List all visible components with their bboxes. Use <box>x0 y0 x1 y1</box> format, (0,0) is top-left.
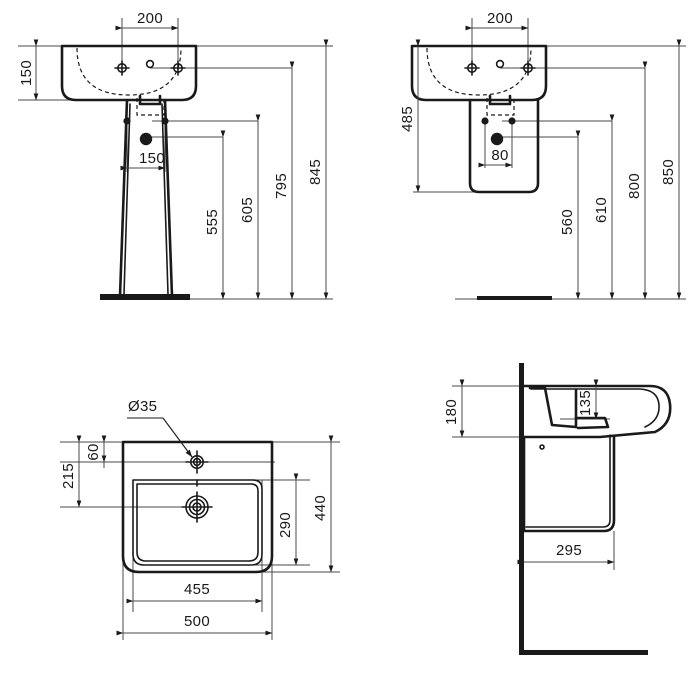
v2-supply-stud-right <box>508 117 516 125</box>
v3-waste-outlet <box>181 491 213 523</box>
v4-bowl-junction <box>528 386 578 429</box>
v3-dim-455: 455 <box>126 581 263 604</box>
v4-pedestal-profile <box>522 435 616 533</box>
v3-dim-500-label: 500 <box>184 613 210 630</box>
v1-dim-845-label: 845 <box>307 159 324 185</box>
v2-dim-610: 610 <box>593 114 615 300</box>
v2-tap-hole-right <box>520 60 536 76</box>
v2-dim-80: 80 <box>478 147 513 168</box>
v4-bowl-inner <box>530 388 660 428</box>
v3-diameter-leader: Ø35 <box>127 398 193 458</box>
v4-dim-180-label: 180 <box>443 399 460 425</box>
v3-dim-290: 290 <box>277 473 299 566</box>
v2-semi-pedestal-outline <box>468 98 540 194</box>
v1-dim-200-label: 200 <box>137 10 163 27</box>
v4-dim-180: 180 <box>443 379 465 438</box>
v1-dim-795-label: 795 <box>273 173 290 199</box>
v3-bowl-rim-inner <box>136 483 259 562</box>
v1-dim-555-label: 555 <box>204 209 221 235</box>
view-front-semi-pedestal: 200 485 80 560 610 800 850 <box>399 10 686 300</box>
v1-floor-plinth <box>100 294 190 300</box>
v1-pedestal-inner-right <box>161 103 169 295</box>
v2-dim-560: 560 <box>559 130 581 300</box>
v1-extension-lines <box>18 18 333 300</box>
v2-waste-outlet <box>490 132 504 146</box>
v2-centre-hole <box>495 59 505 69</box>
v3-dim-60-label: 60 <box>85 443 102 460</box>
v2-waste-collar <box>488 94 512 106</box>
v2-dim-560-label: 560 <box>559 209 576 235</box>
v3-dim-60: 60 <box>85 435 107 463</box>
v1-dim-605-label: 605 <box>239 197 256 223</box>
v4-pedestal-inner <box>525 434 611 528</box>
v3-dim-500: 500 <box>116 613 273 636</box>
v3-basin-outer-outline <box>121 440 274 574</box>
v3-tap-hole <box>185 450 209 474</box>
v1-supply-stud-right <box>161 117 169 125</box>
v2-supply-stud-left <box>481 117 489 125</box>
v3-dim-440-label: 440 <box>312 495 329 521</box>
v1-bowl-hidden-contour <box>76 47 182 96</box>
v4-dim-135-label: 135 <box>577 390 594 416</box>
v1-dim-555: 555 <box>204 130 226 300</box>
v4-fixing-hole <box>539 444 545 450</box>
v3-dim-455-label: 455 <box>184 581 210 598</box>
v3-dim-215: 215 <box>60 435 82 508</box>
v4-dim-135: 135 <box>577 379 599 420</box>
v3-dim-d35-label: Ø35 <box>128 398 157 415</box>
v4-basin-profile <box>522 384 672 439</box>
v3-dim-215-label: 215 <box>60 463 77 489</box>
v1-dim-basin-height: 150 <box>18 39 39 101</box>
v2-waste-hidden <box>486 98 515 116</box>
view-side: 180 135 295 <box>443 363 672 655</box>
v3-extension-lines <box>60 436 340 640</box>
v1-dim-605: 605 <box>239 114 261 300</box>
v2-dim-800: 800 <box>626 61 648 300</box>
v2-dim-610-label: 610 <box>593 197 610 223</box>
v2-dim-485: 485 <box>399 39 421 193</box>
v1-waste-collar <box>138 94 162 106</box>
v1-supply-stud-left <box>123 117 131 125</box>
v4-dim-295: 295 <box>517 531 615 570</box>
v2-dim-80-label: 80 <box>491 147 508 164</box>
v3-dim-440: 440 <box>312 435 334 573</box>
v1-tap-hole-left <box>114 60 130 76</box>
v2-dim-850: 850 <box>660 39 682 300</box>
v1-pedestal-inner-left <box>123 103 131 295</box>
v4-rim-step <box>574 416 610 430</box>
v2-basin-outline <box>410 44 548 102</box>
v4-wall-line <box>519 363 524 655</box>
v2-tap-hole-left <box>464 60 480 76</box>
v2-bowl-hidden-contour <box>426 47 532 96</box>
v1-centre-hole <box>145 59 155 69</box>
v2-dim-850-label: 850 <box>660 159 677 185</box>
v1-tap-hole-right <box>170 60 186 76</box>
v2-dim-485-label: 485 <box>399 106 416 132</box>
v1-dim-pedestal-width: 150 <box>120 150 166 171</box>
view-plan: Ø35 60 215 290 440 455 500 <box>60 398 340 640</box>
v3-dim-290-label: 290 <box>277 512 294 538</box>
v2-dim-tap-spacing: 200 <box>465 10 529 31</box>
v1-dim-150-label: 150 <box>18 60 35 86</box>
v1-dim-795: 795 <box>273 61 295 300</box>
v1-dim-tap-spacing: 200 <box>115 10 179 31</box>
v2-dim-200-label: 200 <box>487 10 513 27</box>
v2-dim-800-label: 800 <box>626 173 643 199</box>
v4-dim-295-label: 295 <box>556 542 582 559</box>
v1-dim-150-ped-label: 150 <box>139 150 165 167</box>
v1-dim-845: 845 <box>307 39 329 300</box>
v2-floor-line <box>477 296 552 300</box>
v4-floor-line <box>519 650 648 655</box>
v3-bowl-rim-outer <box>132 479 263 566</box>
v1-basin-outline <box>60 44 198 102</box>
v1-pedestal-outline <box>118 98 174 298</box>
v1-waste-outlet <box>139 132 153 146</box>
view-front-full-pedestal: 200 150 150 555 605 795 84 <box>18 10 333 300</box>
